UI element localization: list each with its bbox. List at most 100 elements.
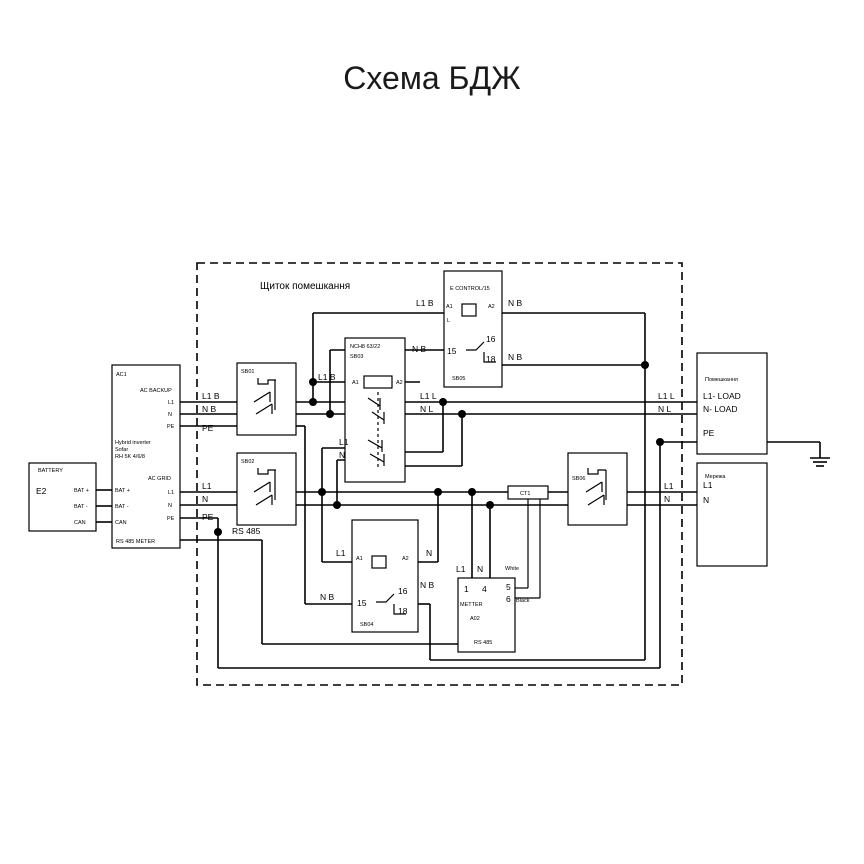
relay-sb05: E CONTROL/15 A1 A2 L 15 16 18 SB05 xyxy=(443,270,503,388)
svg-text:SB05: SB05 xyxy=(452,376,465,382)
svg-text:BAT +: BAT + xyxy=(115,488,130,494)
svg-text:18: 18 xyxy=(398,606,408,616)
svg-text:6: 6 xyxy=(506,594,511,604)
svg-text:CAN: CAN xyxy=(115,520,127,526)
relay-sb04: A1 A2 15 16 18 SB04 xyxy=(351,519,419,633)
svg-text:A02: A02 xyxy=(470,616,480,622)
energy-meter-a02: 1 4 5 6 METTER A02 RS 485 xyxy=(457,577,516,653)
svg-text:Помешкання: Помешкання xyxy=(705,377,738,383)
wire-label-nb: N B xyxy=(202,404,217,414)
junction-dots xyxy=(214,361,664,536)
svg-text:E CONTROL/15: E CONTROL/15 xyxy=(450,286,490,292)
svg-text:AC GRID: AC GRID xyxy=(148,476,171,482)
breaker-sb06: SB06 xyxy=(567,452,628,526)
wire-label-pe-backup: PE xyxy=(202,423,214,433)
battery-box: BATTERY E2 BAT + BAT - CAN xyxy=(28,462,97,532)
svg-text:Мережа: Мережа xyxy=(705,474,726,480)
svg-text:A2: A2 xyxy=(396,380,403,386)
svg-text:BAT -: BAT - xyxy=(115,504,129,510)
svg-text:A1: A1 xyxy=(446,304,453,310)
wire-label-nl: N L xyxy=(420,404,434,414)
svg-text:BAT -: BAT - xyxy=(74,504,88,510)
svg-text:5: 5 xyxy=(506,582,511,592)
svg-text:RS 485: RS 485 xyxy=(474,640,492,646)
inverter-box: AC1 AC BACKUP L1 N PE Hybrid inverter So… xyxy=(111,364,181,549)
svg-text:AC1: AC1 xyxy=(116,372,127,378)
wire-label-nb-3: N B xyxy=(412,344,427,354)
svg-text:AC BACKUP: AC BACKUP xyxy=(140,388,172,394)
svg-text:BATTERY: BATTERY xyxy=(38,468,63,474)
svg-text:15: 15 xyxy=(357,598,367,608)
wire-label-l1-sb03: L1 xyxy=(339,437,349,447)
svg-text:A1: A1 xyxy=(356,556,363,562)
wire-label-l1-sb04: L1 xyxy=(336,548,346,558)
svg-text:SB01: SB01 xyxy=(241,369,254,375)
svg-text:N- LOAD: N- LOAD xyxy=(703,404,737,414)
grid-box: Мережа L1 N xyxy=(696,462,768,567)
svg-text:PE: PE xyxy=(703,428,715,438)
svg-text:N: N xyxy=(168,412,172,418)
svg-text:N: N xyxy=(703,495,709,505)
svg-text:16: 16 xyxy=(486,334,496,344)
wire-label-nb-4: N B xyxy=(508,352,523,362)
wire-label-l1-meter: L1 xyxy=(456,564,466,574)
svg-text:METTER: METTER xyxy=(460,602,483,608)
wire-label-l1b: L1 B xyxy=(202,391,220,401)
svg-text:NCH8 63/22: NCH8 63/22 xyxy=(350,344,380,350)
svg-text:15: 15 xyxy=(447,346,457,356)
breaker-sb02: SB02 xyxy=(236,452,297,526)
svg-text:Sofar: Sofar xyxy=(115,447,128,453)
svg-text:SB04: SB04 xyxy=(360,622,373,628)
svg-text:L: L xyxy=(447,318,450,324)
svg-text:16: 16 xyxy=(398,586,408,596)
wire-label-n-grid: N xyxy=(202,494,208,504)
wire-label-nb-sb04l: N B xyxy=(320,592,335,602)
svg-text:L1- LOAD: L1- LOAD xyxy=(703,391,741,401)
wire-label-n-meter: N xyxy=(477,564,483,574)
svg-text:L1: L1 xyxy=(168,400,174,406)
svg-text:Hybrid inverter: Hybrid inverter xyxy=(115,440,151,446)
svg-text:BAT +: BAT + xyxy=(74,488,89,494)
panel-label: Щиток помешкання xyxy=(260,281,350,292)
svg-text:PE: PE xyxy=(167,516,175,522)
svg-text:SB02: SB02 xyxy=(241,459,254,465)
svg-text:SB03: SB03 xyxy=(350,354,363,360)
svg-text:PE: PE xyxy=(167,424,175,430)
wire-label-l1b-3: L1 B xyxy=(416,298,434,308)
wire-label-pe-grid: PE xyxy=(202,512,214,522)
svg-text:4: 4 xyxy=(482,584,487,594)
wire-label-l1-grid: L1 xyxy=(202,481,212,491)
svg-text:A2: A2 xyxy=(402,556,409,562)
svg-text:L1: L1 xyxy=(168,490,174,496)
svg-text:N: N xyxy=(168,503,172,509)
svg-text:1: 1 xyxy=(464,584,469,594)
svg-text:CAN: CAN xyxy=(74,520,86,526)
svg-text:SB06: SB06 xyxy=(572,476,585,482)
wire-label-l1l-out: L1 L xyxy=(658,391,675,401)
load-box: Помешкання L1- LOAD N- LOAD PE xyxy=(696,352,768,455)
wire-label-l1l: L1 L xyxy=(420,391,437,401)
svg-text:L1: L1 xyxy=(703,480,713,490)
wire-label-l1b-2: L1 B xyxy=(318,372,336,382)
svg-text:A2: A2 xyxy=(488,304,495,310)
wire-label-nb-2: N B xyxy=(508,298,523,308)
wire-label-rs485: RS 485 xyxy=(232,526,261,536)
wire-label-n-sb04: N xyxy=(426,548,432,558)
contactor-sb03: NCH8 63/22 SB03 A1 A2 xyxy=(344,337,406,483)
svg-text:RS 485 METER: RS 485 METER xyxy=(116,539,155,545)
wire-label-l1-out: L1 xyxy=(664,481,674,491)
current-transformer-ct1: CT1 xyxy=(507,485,549,500)
svg-text:A1: A1 xyxy=(352,380,359,386)
svg-text:CT1: CT1 xyxy=(520,491,530,497)
panel-enclosure xyxy=(196,262,683,686)
page-title: Схема БДЖ xyxy=(343,60,521,96)
svg-text:18: 18 xyxy=(486,354,496,364)
breaker-sb01: SB01 xyxy=(236,362,297,436)
wire-label-n-sb03: N xyxy=(339,450,345,460)
ground-symbol xyxy=(810,457,830,467)
wire-label-nl-out: N L xyxy=(658,404,672,414)
svg-text:RH 5K 4/6/8: RH 5K 4/6/8 xyxy=(115,454,145,460)
wire-label-black: Black xyxy=(516,598,530,604)
wire-label-white: White xyxy=(505,566,519,572)
